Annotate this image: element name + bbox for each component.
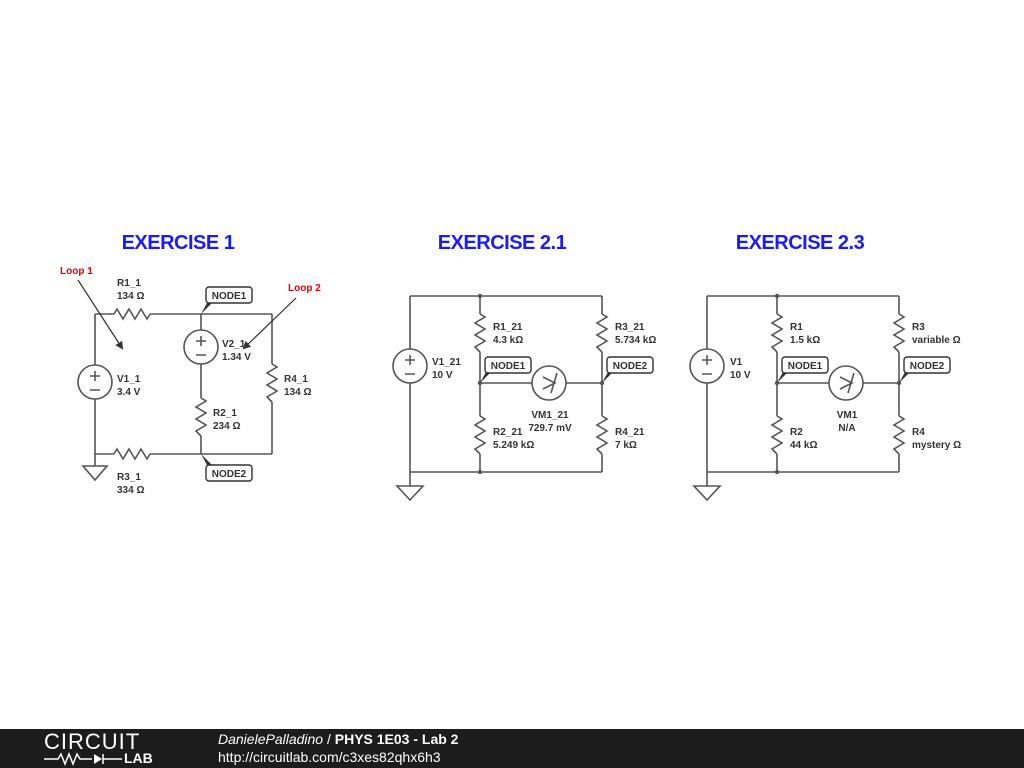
- r3-1-name: R3_1: [117, 472, 141, 483]
- footer-title: DanielePalladino / PHYS 1E03 - Lab 2: [218, 731, 458, 747]
- v1-name: V1: [730, 357, 743, 368]
- node1-label: NODE1: [212, 291, 247, 302]
- ground-icon: [81, 465, 109, 482]
- node2-label: NODE2: [613, 361, 648, 372]
- exercise-2-1-title: EXERCISE 2.1: [438, 232, 567, 254]
- voltage-source-v1: [689, 348, 725, 384]
- r1-name: R1: [790, 322, 803, 333]
- r3-1-value: 334 Ω: [117, 485, 144, 496]
- r1-1-value: 134 Ω: [117, 291, 144, 302]
- r2-1-name: R2_1: [213, 408, 237, 419]
- node1-flag: [781, 356, 829, 374]
- r4-21-value: 7 kΩ: [615, 440, 637, 451]
- voltmeter-vm1: [828, 365, 864, 401]
- v1-21-value: 10 V: [432, 370, 453, 381]
- voltage-source-v1-1: [77, 364, 113, 400]
- r4-name: R4: [912, 427, 925, 438]
- r1-21-name: R1_21: [493, 322, 523, 333]
- resistor-r4: [892, 415, 906, 455]
- r4-1-value: 134 Ω: [284, 387, 311, 398]
- resistor-r1-21: [473, 313, 487, 353]
- r2-21-value: 5.249 kΩ: [493, 440, 534, 451]
- voltage-source-v1-21: [392, 348, 428, 384]
- resistor-r2-21: [473, 415, 487, 455]
- node2-flag: [205, 464, 253, 482]
- r2-name: R2: [790, 427, 803, 438]
- circuitlab-logo-lab: LAB: [124, 750, 153, 766]
- node2-label: NODE2: [910, 361, 945, 372]
- v1-value: 10 V: [730, 370, 751, 381]
- exercise-1-circuit: EXERCISE 1: [60, 232, 321, 496]
- circuitlab-logo-text[interactable]: CIRCUIT: [44, 729, 141, 754]
- resistor-r1: [770, 313, 784, 353]
- r2-21-name: R2_21: [493, 427, 523, 438]
- v1-21-name: V1_21: [432, 357, 461, 368]
- resistor-r4-1: [265, 363, 279, 403]
- r1-value: 1.5 kΩ: [790, 335, 820, 346]
- vm1-21-value: 729.7 mV: [528, 423, 572, 434]
- resistor-r1-1: [113, 307, 151, 321]
- footer-url[interactable]: http://circuitlab.com/c3xes82qhx6h3: [218, 749, 441, 765]
- voltmeter-vm1-21: [531, 365, 567, 401]
- voltage-source-v2-1: [183, 329, 219, 365]
- vm1-name: VM1: [837, 410, 858, 421]
- title-separator: /: [323, 731, 335, 747]
- resistor-r4-21: [595, 415, 609, 455]
- author-name[interactable]: DanielePalladino: [218, 731, 324, 747]
- resistor-r3-1: [113, 447, 151, 461]
- vm1-value: N/A: [838, 423, 855, 434]
- r2-value: 44 kΩ: [790, 440, 817, 451]
- node1-flag: [205, 286, 253, 304]
- r4-value: mystery Ω: [912, 440, 961, 451]
- vm1-21-name: VM1_21: [531, 410, 569, 421]
- resistor-r3-21: [595, 313, 609, 353]
- node1-label: NODE1: [491, 361, 526, 372]
- r2-1-value: 234 Ω: [213, 421, 240, 432]
- circuit-logo-icon: [44, 752, 122, 766]
- exercise-1-title: EXERCISE 1: [122, 232, 235, 254]
- r1-21-value: 4.3 kΩ: [493, 335, 523, 346]
- resistor-r3: [892, 313, 906, 353]
- r1-1-name: R1_1: [117, 278, 141, 289]
- r3-name: R3: [912, 322, 925, 333]
- node2-label: NODE2: [212, 469, 247, 480]
- node1-label: NODE1: [788, 361, 823, 372]
- r4-21-name: R4_21: [615, 427, 645, 438]
- node2-flag: [903, 356, 951, 374]
- footer-bar: [0, 729, 1024, 768]
- resistor-r2: [770, 415, 784, 455]
- ground-icon: [395, 485, 425, 502]
- node2-flag: [606, 356, 654, 374]
- r4-1-name: R4_1: [284, 374, 308, 385]
- exercise-2-3-title: EXERCISE 2.3: [736, 232, 865, 254]
- exercise-2-3-circuit: EXERCISE 2.3 NOD: [689, 232, 961, 502]
- v2-1-name: V2_1: [222, 339, 246, 350]
- r3-21-name: R3_21: [615, 322, 645, 333]
- node1-flag: [484, 356, 532, 374]
- r3-21-value: 5.734 kΩ: [615, 335, 656, 346]
- v1-1-value: 3.4 V: [117, 387, 141, 398]
- exercise-2-1-circuit: EXERCISE 2.1 NOD: [392, 232, 656, 502]
- ground-icon: [692, 485, 722, 502]
- resistor-r2-1: [194, 397, 208, 437]
- v2-1-value: 1.34 V: [222, 352, 251, 363]
- project-name[interactable]: PHYS 1E03 - Lab 2: [334, 731, 459, 747]
- loop-1-label: Loop 1: [60, 266, 93, 277]
- v1-1-name: V1_1: [117, 374, 141, 385]
- loop-2-label: Loop 2: [288, 283, 321, 294]
- r3-value: variable Ω: [912, 335, 961, 346]
